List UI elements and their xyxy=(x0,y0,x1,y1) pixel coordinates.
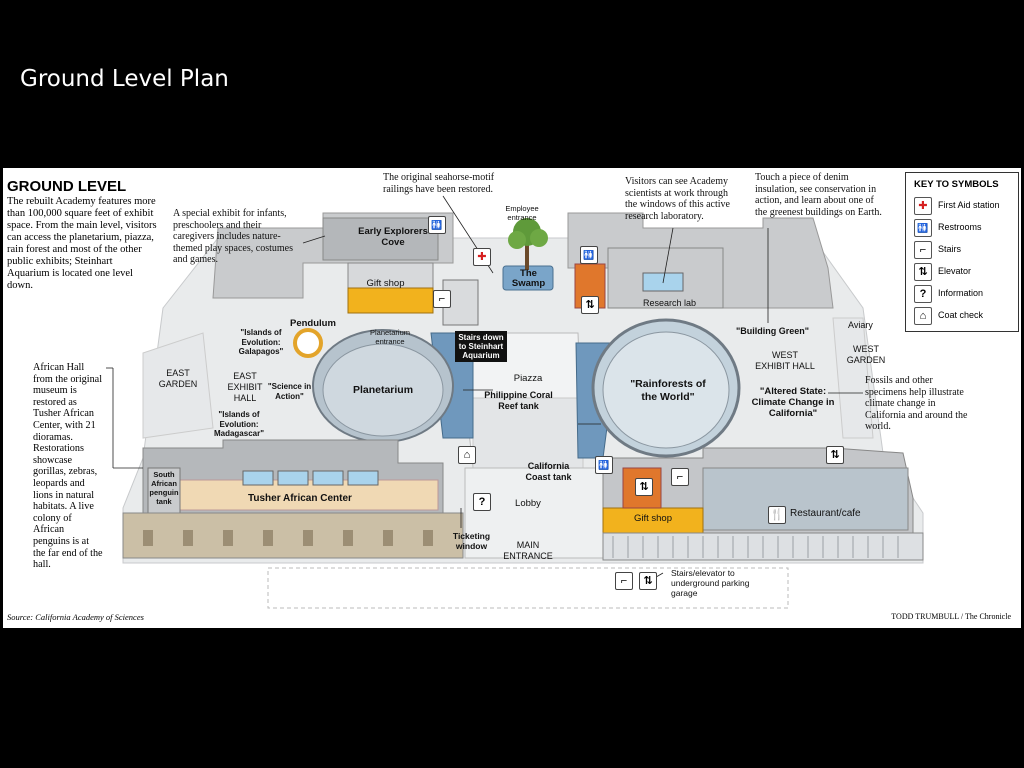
restrooms-icon: 🚻 xyxy=(914,219,932,237)
altered-state-label: "Altered State: Climate Change in Califo… xyxy=(751,386,835,419)
west-exhibit-hall-label: WEST EXHIBIT HALL xyxy=(755,350,815,371)
key-label: Elevator xyxy=(938,266,972,276)
stairs-icon: ⌐ xyxy=(615,572,633,590)
source-note: Source: California Academy of Sciences xyxy=(7,612,144,622)
science-in-action-label: "Science in Action" xyxy=(267,382,312,401)
west-garden-label: WEST GARDEN xyxy=(846,344,886,365)
information-icon: ? xyxy=(914,285,932,303)
slide-title: Ground Level Plan xyxy=(20,66,229,92)
african-facade xyxy=(122,512,464,559)
gift-shop-top-floor xyxy=(347,287,434,314)
stairs-icon: ⌐ xyxy=(671,468,689,486)
key-label: First Aid station xyxy=(938,200,1000,210)
research-lab-label: Research lab xyxy=(643,298,697,308)
piazza-tiles xyxy=(472,397,584,469)
denim-callout: Touch a piece of denim insulation, see c… xyxy=(755,172,882,218)
piazza-label: Piazza xyxy=(513,373,543,384)
stairs-icon: ⌐ xyxy=(433,290,451,308)
restrooms-icon: 🚻 xyxy=(428,216,446,234)
swamp-label: The Swamp xyxy=(511,268,546,289)
madagascar-label: "Islands of Evolution: Madagascar" xyxy=(213,410,265,438)
first-aid-icon: ✚ xyxy=(914,197,932,215)
intro-text: The rebuilt Academy features more than 1… xyxy=(7,196,157,291)
main-entrance-label: MAIN ENTRANCE xyxy=(503,540,553,561)
gift-shop-bottom-label: Gift shop xyxy=(633,513,673,524)
stairs-icon: ⌐ xyxy=(914,241,932,259)
philippine-reef-label: Philippine Coral Reef tank xyxy=(484,390,553,411)
restrooms-icon: 🚻 xyxy=(580,246,598,264)
west-garden xyxy=(832,317,874,439)
early-explorers-block xyxy=(322,217,439,261)
restaurant-floor xyxy=(702,467,909,531)
employee-entrance-label: Employee entrance xyxy=(505,204,539,222)
east-exhibit-hall-label: EAST EXHIBIT HALL xyxy=(227,371,263,403)
symbol-key: KEY TO SYMBOLS ✚ First Aid station 🚻 Res… xyxy=(905,172,1019,332)
california-coast-label: California Coast tank xyxy=(525,461,572,482)
pendulum-label: Pendulum xyxy=(290,318,336,329)
coat-check-icon: ⌂ xyxy=(458,446,476,464)
elevator-icon: ⇅ xyxy=(914,263,932,281)
penguin-tank-label: South African penguin tank xyxy=(149,470,179,506)
restaurant-label: Restaurant/cafe xyxy=(790,508,861,519)
planetarium-entrance-label: Planetarium entrance xyxy=(369,328,411,346)
gift-shop-top-label: Gift shop xyxy=(366,278,405,289)
key-label: Information xyxy=(938,288,984,298)
lobby-label: Lobby xyxy=(515,498,541,509)
planetarium-label: Planetarium xyxy=(352,384,414,396)
early-explorers-callout: A special exhibit for infants, preschool… xyxy=(173,208,293,265)
tusher-center-label: Tusher African Center xyxy=(248,493,352,504)
key-label: Coat check xyxy=(938,310,984,320)
stairs-down-label: Stairs down to Steinhart Aquarium xyxy=(455,331,507,362)
early-explorers-label: Early Explorers Cove xyxy=(358,226,428,248)
african-hall-callout: African Hall from the original museum is… xyxy=(33,362,103,571)
rainforests-label: "Rainforests of the World" xyxy=(630,378,706,403)
floor-plan-drawing xyxy=(106,195,924,609)
elevator-icon: ⇅ xyxy=(639,572,657,590)
pendulum xyxy=(293,328,323,358)
key-label: Restrooms xyxy=(938,222,982,232)
key-title: KEY TO SYMBOLS xyxy=(914,179,999,190)
key-label: Stairs xyxy=(938,244,962,254)
credit-note: TODD TRUMBULL / The Chronicle xyxy=(891,612,1011,621)
map-figure: GROUND LEVEL The rebuilt Academy feature… xyxy=(3,168,1021,628)
elevator-icon: ⇅ xyxy=(826,446,844,464)
parking-callout: Stairs/elevator to underground parking g… xyxy=(671,568,750,598)
scientists-callout: Visitors can see Academy scientists at w… xyxy=(625,176,730,222)
ticketing-window-label: Ticketing window xyxy=(452,531,491,551)
east-garden-label: EAST GARDEN xyxy=(158,368,198,389)
fossils-callout: Fossils and other specimens help illustr… xyxy=(865,375,968,432)
building-green-label: "Building Green" xyxy=(736,326,810,336)
restrooms-icon: 🚻 xyxy=(595,456,613,474)
galapagos-label: "Islands of Evolution: Galapagos" xyxy=(238,328,284,356)
east-garden xyxy=(142,332,214,439)
restaurant-icon: 🍴 xyxy=(768,506,786,524)
figure-title: GROUND LEVEL xyxy=(7,178,127,195)
gift-shop-bottom-floor xyxy=(602,507,704,534)
elevator-icon: ⇅ xyxy=(635,478,653,496)
seahorse-callout: The original seahorse-motif railings hav… xyxy=(383,172,495,195)
elevator-icon: ⇅ xyxy=(581,296,599,314)
parking-garage-outline xyxy=(267,567,789,609)
first-aid-icon: ✚ xyxy=(473,248,491,266)
aviary-label: Aviary xyxy=(848,320,873,330)
information-icon: ? xyxy=(473,493,491,511)
coat-check-icon: ⌂ xyxy=(914,307,932,325)
